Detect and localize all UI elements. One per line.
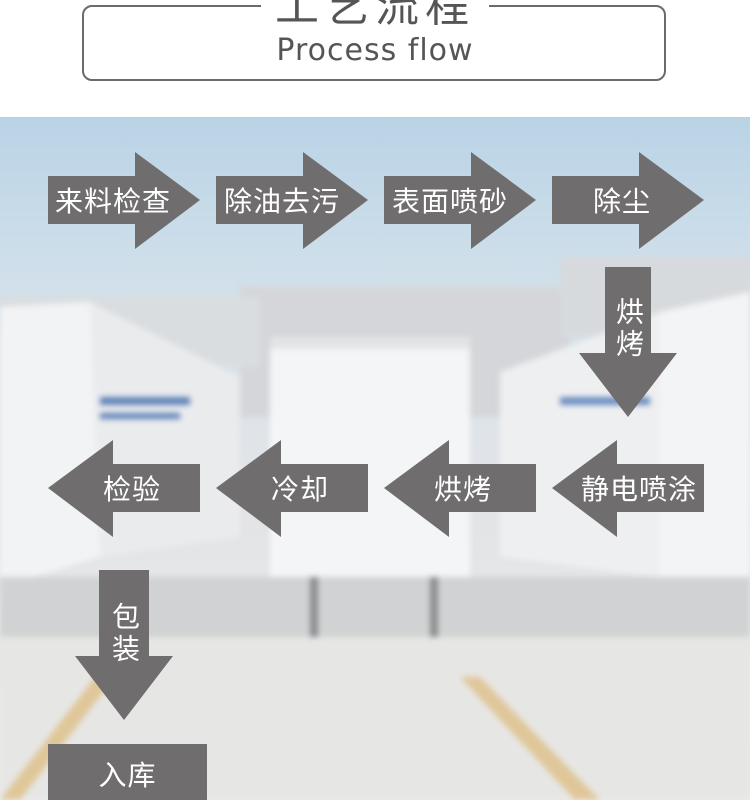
step-label: 表面喷砂	[391, 185, 508, 218]
down-arrow-shape	[579, 267, 677, 417]
right-arrow-shape	[552, 152, 704, 249]
step-arrow-1: 来料检查	[48, 152, 200, 249]
step-label: 烘烤	[433, 473, 492, 506]
step-arrow-5: 烘烤	[579, 267, 677, 417]
step-label: 检验	[102, 473, 161, 506]
step-box-11: 入库	[48, 744, 207, 800]
step-label: 除油去污	[223, 185, 340, 218]
page-title: 工艺流程	[0, 0, 750, 34]
step-label: 冷却	[270, 473, 329, 506]
step-arrow-2: 除油去污	[216, 152, 368, 249]
left-arrow-shape	[48, 440, 200, 537]
step-label: 包装	[108, 602, 141, 666]
right-arrow-shape	[384, 152, 536, 249]
left-arrow-shape	[384, 440, 536, 537]
step-arrow-10: 包装	[75, 570, 173, 720]
left-arrow-shape	[216, 440, 368, 537]
step-arrow-9: 检验	[48, 440, 200, 537]
left-arrow-shape	[552, 440, 704, 537]
step-label: 入库	[98, 759, 157, 792]
step-arrow-6: 静电喷涂	[552, 440, 704, 537]
right-arrow-shape	[216, 152, 368, 249]
step-arrow-3: 表面喷砂	[384, 152, 536, 249]
step-arrow-7: 烘烤	[384, 440, 536, 537]
step-arrow-8: 冷却	[216, 440, 368, 537]
step-label: 来料检查	[54, 185, 171, 218]
page-subtitle: Process flow	[276, 33, 474, 68]
step-label: 除尘	[592, 185, 651, 218]
step-label: 静电喷涂	[580, 473, 697, 506]
step-arrow-4: 除尘	[552, 152, 704, 249]
step-label: 烘烤	[612, 297, 645, 361]
down-arrow-shape	[75, 570, 173, 720]
right-arrow-shape	[48, 152, 200, 249]
